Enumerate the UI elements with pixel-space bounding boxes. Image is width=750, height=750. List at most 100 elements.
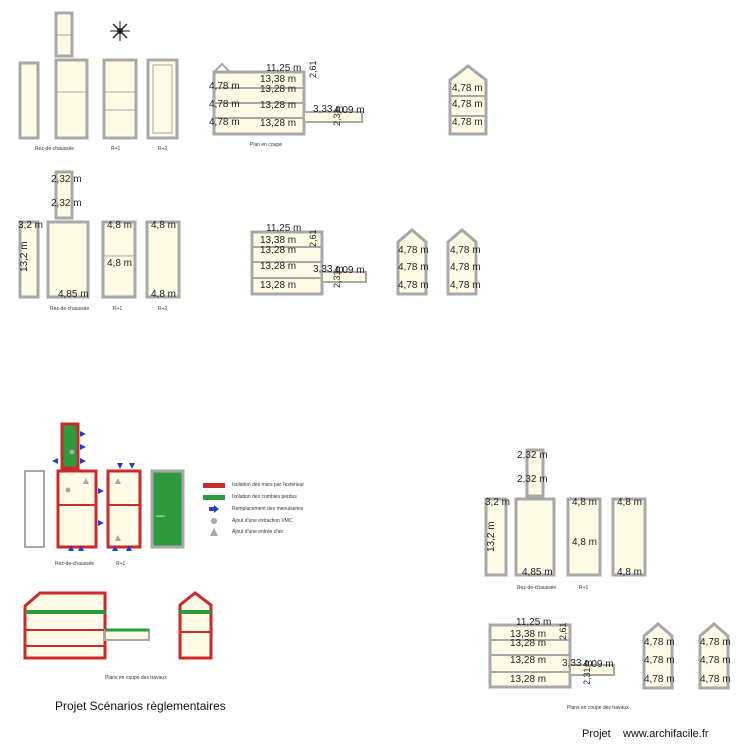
window-arrows: [52, 431, 135, 551]
section-coupe-mid: [250, 230, 367, 296]
section-gable-mid-b: [446, 228, 478, 296]
plan-r2-top: [146, 58, 179, 140]
dim-3-2-br: 3,2 m: [485, 497, 510, 508]
dim-4-09-top: 4,09 m: [334, 105, 365, 116]
dim-4-78-gable-c: 4,78 m: [452, 117, 483, 128]
dim-13-28-br-a: 13,28 m: [510, 638, 546, 649]
dim-3-33-top: 3,33 m: [313, 104, 344, 115]
dim-4-78-gable-a: 4,78 m: [452, 83, 483, 94]
plan-r1-top: [102, 58, 138, 140]
section-gable-top: [448, 64, 488, 136]
dim-4-8-r1-br-b: 4,8 m: [572, 537, 597, 548]
section-coupe-top: [212, 62, 363, 136]
plan-r1-mid: [101, 220, 137, 299]
grey-triangle-icon: [203, 528, 225, 536]
legend-row-vmc: Ajout d'une extraction VMC: [203, 517, 292, 525]
dim-2-32-br-a: 2,32 m: [517, 450, 548, 461]
dim-4-78-br-a1: 4,78 m: [644, 637, 675, 648]
footer-url[interactable]: www.archifacile.fr: [623, 728, 709, 740]
dim-4-78-mid-a2: 4,78 m: [398, 262, 429, 273]
dim-4-8-r2-mid-b: 4,8 m: [151, 289, 176, 300]
dim-4-78-mid-a1: 4,78 m: [398, 245, 429, 256]
caption-coupe-travaux-br: Plans en coupe des travaux: [567, 705, 629, 711]
section-gable-mid-a: [396, 228, 428, 296]
plan-r2-mid: [145, 220, 181, 299]
dim-13-28-top-c: 13,28 m: [260, 118, 296, 129]
dim-13-38-br: 13,38 m: [510, 629, 546, 640]
dim-2-61-top: 2,61: [308, 60, 318, 78]
dim-13-28-top-a: 13,28 m: [260, 84, 296, 95]
dim-13-38-mid: 13,38 m: [260, 235, 296, 246]
dim-4-78-br-a2: 4,78 m: [644, 655, 675, 666]
green-bar-icon: [203, 493, 225, 501]
dim-2-32-mid-a: 2,32 m: [51, 174, 82, 185]
project-title: Projet Scénarios règlementaires: [55, 699, 226, 713]
dim-2-61-br: 2,61: [558, 622, 568, 640]
dim-4-8-r1-mid-b: 4,8 m: [107, 258, 132, 269]
dim-4-78-mid-a3: 4,78 m: [398, 280, 429, 291]
caption-coupe-top: Plan en coupe: [250, 142, 282, 148]
legend-label: Isolation des murs par l'extérieur: [232, 482, 305, 488]
dim-11-25-br: 11,25 m: [516, 617, 551, 628]
dim-11-25-mid: 11,25 m: [266, 223, 301, 234]
caption-r1-works: R+1: [116, 561, 126, 567]
legend-label: Ajout d'une entrée d'air: [232, 529, 284, 535]
legend-label: Remplacement des menuiseries: [232, 506, 304, 512]
dim-4-78-mid-b3: 4,78 m: [450, 280, 481, 291]
legend-label: Isolation des combles perdus: [232, 494, 297, 500]
legend-label: Ajout d'une extraction VMC: [232, 518, 293, 524]
legend-row-ext-walls: Isolation des murs par l'extérieur: [203, 481, 304, 489]
caption-r1-br: R+1: [579, 585, 589, 591]
dim-2-31-br: 2,31: [582, 667, 592, 685]
dim-4-78-top-c: 4,78 m: [209, 117, 240, 128]
dim-4-78-top-b: 4,78 m: [209, 99, 240, 110]
dim-2-61-mid: 2,61: [308, 229, 318, 247]
legend-row-air-inlet: Ajout d'une entrée d'air: [203, 528, 283, 536]
dim-4-8-r1-br: 4,8 m: [572, 497, 597, 508]
works-section: [23, 591, 213, 660]
dim-13-38-top: 13,38 m: [260, 74, 296, 85]
dim-4-78-br-b3: 4,78 m: [700, 674, 731, 685]
caption-rdc-br: Rez-de-chaussée: [517, 585, 556, 591]
dim-4-8-r2-br-b: 4,8 m: [617, 567, 642, 578]
dim-4-85-mid: 4,85 m: [58, 289, 89, 300]
dim-13-28-mid-b: 13,28 m: [260, 261, 296, 272]
blue-arrow-icon: [203, 505, 225, 513]
dim-13-28-mid-c: 13,28 m: [260, 280, 296, 291]
dim-13-2-br: 13,2 m: [486, 521, 497, 552]
dim-2-32-br-b: 2,32 m: [517, 474, 548, 485]
dim-3-33-br: 3,33 m: [562, 658, 593, 669]
plan-r2-br: [611, 497, 647, 577]
caption-coupe-travaux: Plans en coupe des travaux: [105, 675, 167, 681]
dim-4-8-r1-mid: 4,8 m: [107, 220, 132, 231]
dim-13-28-br-c: 13,28 m: [510, 674, 546, 685]
grey-circle-icon: [203, 517, 225, 525]
dim-2-31-top: 2,31: [332, 108, 342, 126]
dim-4-78-br-b1: 4,78 m: [700, 637, 731, 648]
dim-2-31-mid: 2,31: [332, 270, 342, 288]
section-gable-br-b: [698, 622, 730, 690]
dim-4-78-top-a: 4,78 m: [209, 81, 240, 92]
dim-4-78-br-b2: 4,78 m: [700, 655, 731, 666]
dim-3-2-mid: 3,2 m: [18, 220, 43, 231]
caption-rdc-works: Rez-de-chaussée: [55, 561, 94, 567]
plan-rdc-br: [484, 448, 556, 577]
caption-r2-mid: R+2: [158, 306, 168, 312]
dim-13-2-mid: 13,2 m: [19, 241, 30, 272]
dim-13-28-top-b: 13,28 m: [260, 100, 296, 111]
dim-4-8-r2-br: 4,8 m: [617, 497, 642, 508]
legend-row-windows: Remplacement des menuiseries: [203, 505, 303, 513]
plan-r1-br: [566, 497, 602, 577]
dim-3-33-mid: 3,33 m: [313, 264, 344, 275]
dim-4-78-mid-b2: 4,78 m: [450, 262, 481, 273]
caption-isolant: Isolant: [156, 514, 165, 518]
dim-4-78-gable-b: 4,78 m: [452, 99, 483, 110]
dim-2-32-mid-b: 2,32 m: [51, 198, 82, 209]
works-rdc-plan: [24, 422, 98, 549]
dim-4-85-br: 4,85 m: [522, 567, 553, 578]
section-coupe-br: [488, 623, 615, 689]
red-bar-icon: [203, 481, 225, 489]
caption-r1-mid: R+1: [113, 306, 123, 312]
compass-icon: [110, 21, 130, 41]
section-gable-br-a: [642, 622, 674, 690]
